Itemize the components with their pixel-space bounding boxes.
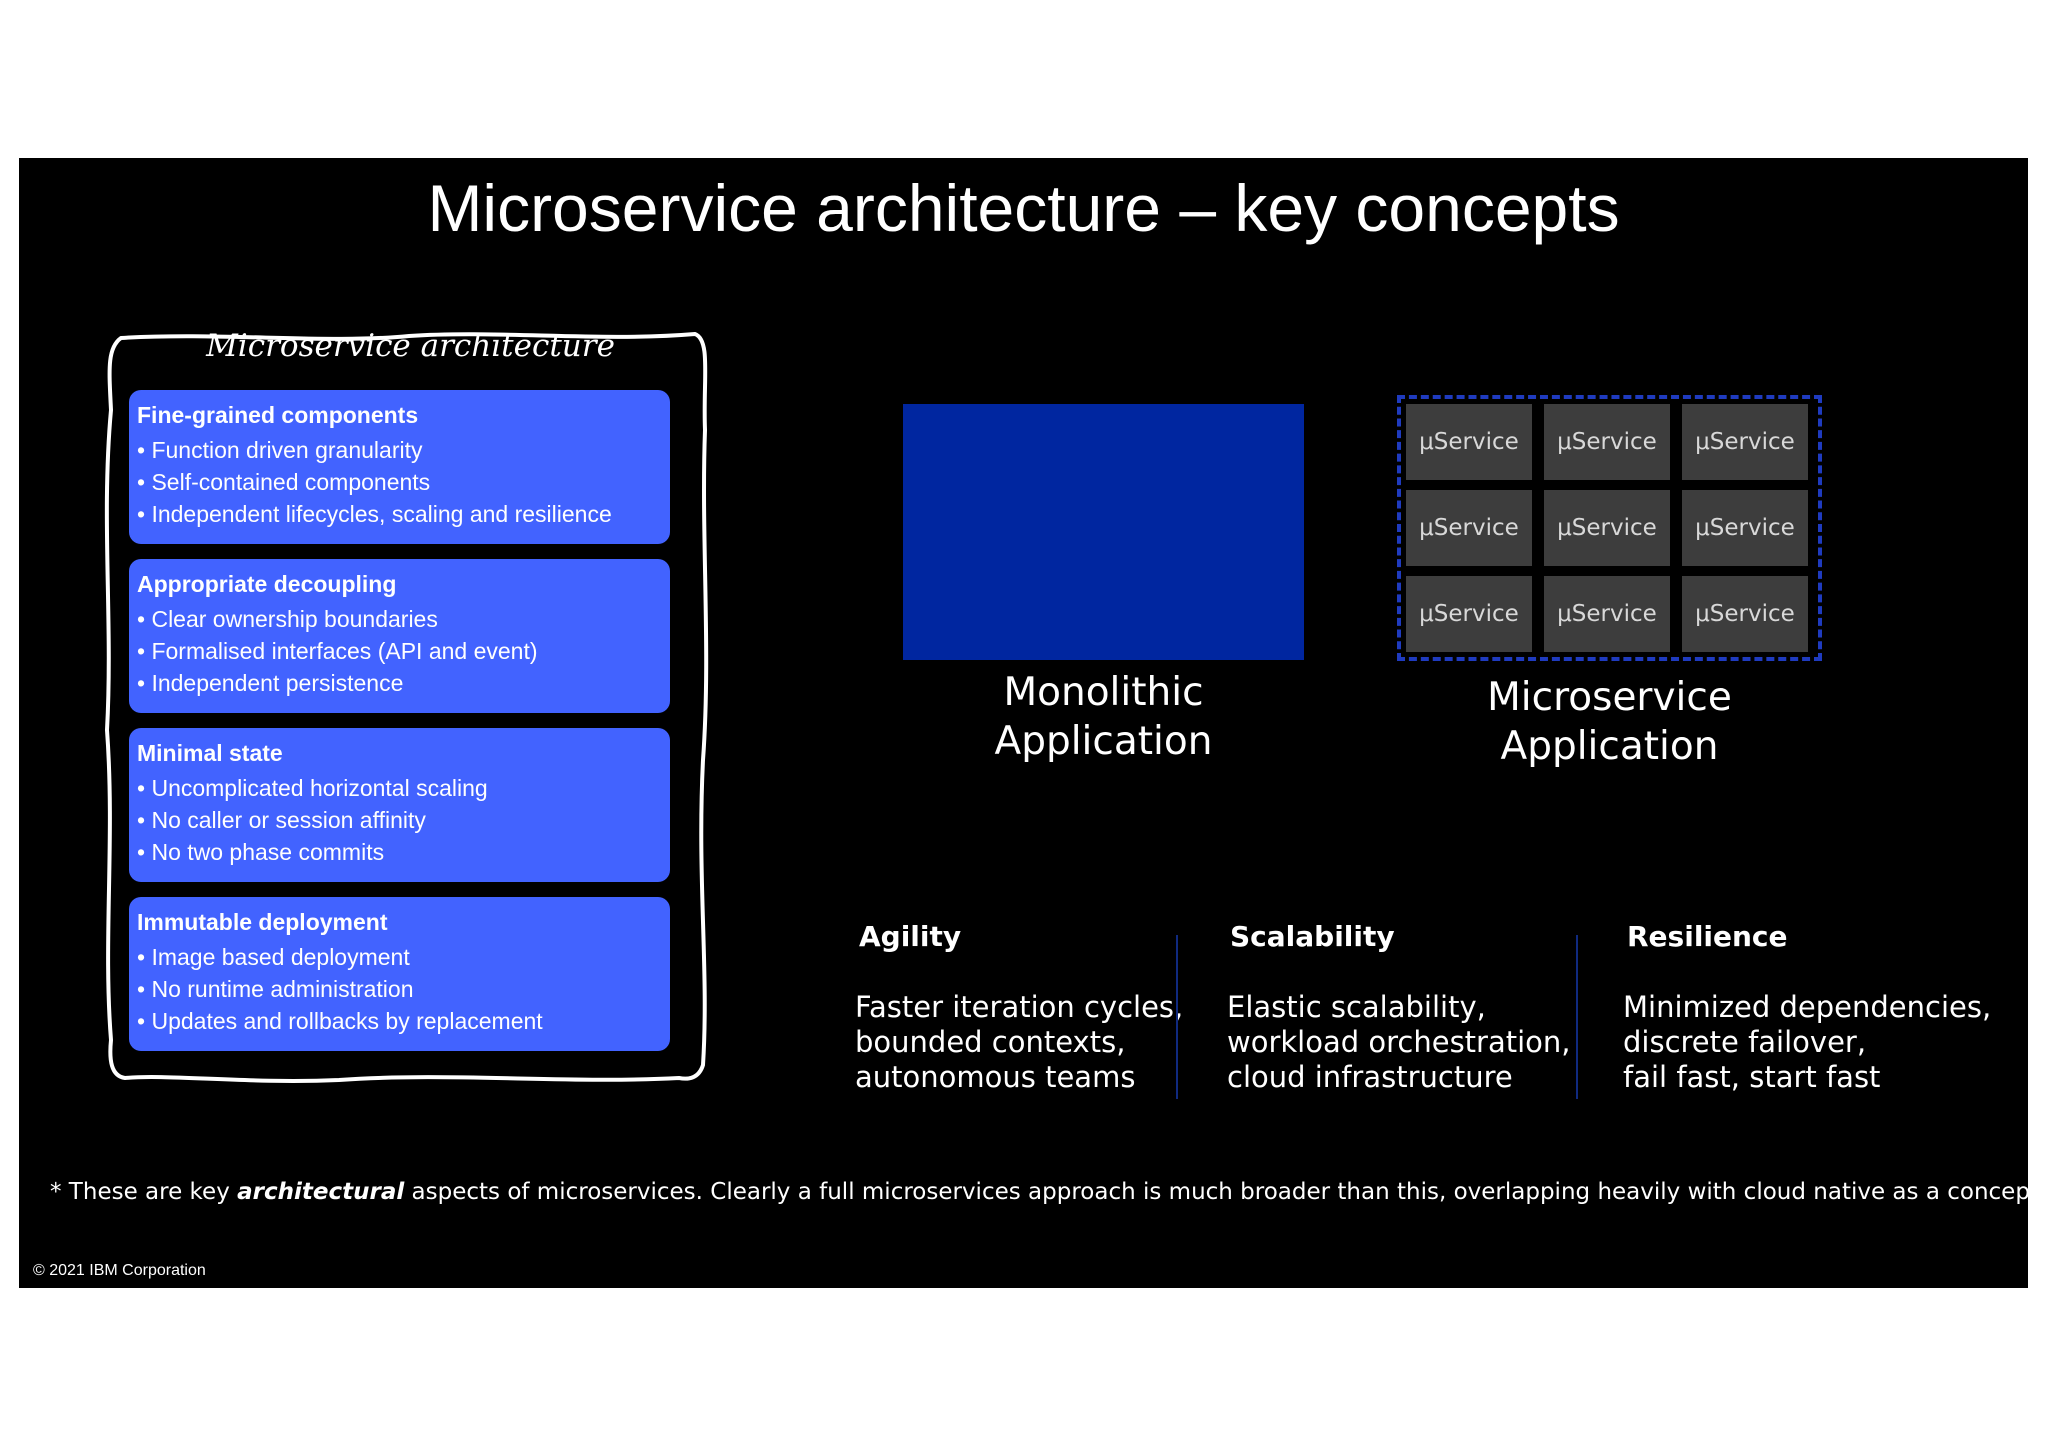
microservice-label: Microservice Application — [1397, 673, 1822, 771]
footnote-prefix: * These are key — [50, 1179, 238, 1205]
service-tile: μService — [1544, 576, 1670, 652]
footnote: * These are key architectural aspects of… — [50, 1179, 2028, 1205]
concepts-sketch-box — [99, 320, 722, 1090]
monolithic-label: Monolithic Application — [903, 668, 1304, 766]
service-tile: μService — [1682, 404, 1808, 480]
service-tile: μService — [1544, 404, 1670, 480]
card-bullet: Clear ownership boundaries — [137, 603, 662, 635]
benefit-title-agility: Agility — [859, 920, 962, 953]
card-bullet: Function driven granularity — [137, 434, 662, 466]
service-tile: μService — [1406, 490, 1532, 566]
card-title: Appropriate decoupling — [137, 571, 397, 597]
card-title: Fine-grained components — [137, 402, 419, 428]
card-bullet: Independent lifecycles, scaling and resi… — [137, 498, 662, 530]
card-bullet: Independent persistence — [137, 667, 662, 699]
service-tile: μService — [1544, 490, 1670, 566]
card-bullet: Self-contained components — [137, 466, 662, 498]
monolithic-label-line1: Monolithic — [1003, 670, 1204, 715]
card-bullet: Updates and rollbacks by replacement — [137, 1005, 662, 1037]
card-bullet: Uncomplicated horizontal scaling — [137, 772, 662, 804]
card-bullet: No two phase commits — [137, 836, 662, 868]
benefit-text-resilience: Minimized dependencies, discrete failove… — [1623, 990, 1992, 1094]
service-tile: μService — [1682, 576, 1808, 652]
footnote-emphasis: architectural — [237, 1179, 405, 1205]
card-title: Immutable deployment — [137, 909, 388, 935]
concept-card-fine-grained: Fine-grained components Function driven … — [129, 390, 670, 544]
microservice-label-line1: Microservice — [1487, 675, 1732, 720]
service-tile: μService — [1682, 490, 1808, 566]
microservice-frame — [1397, 395, 1822, 661]
sketch-box-title: Microservice architecture — [206, 328, 615, 364]
benefit-title-scalability: Scalability — [1230, 920, 1395, 953]
benefit-text-scalability: Elastic scalability, workload orchestrat… — [1227, 990, 1571, 1094]
concept-card-decoupling: Appropriate decoupling Clear ownership b… — [129, 559, 670, 713]
card-bullet: No runtime administration — [137, 973, 662, 1005]
microservice-label-line2: Application — [1500, 724, 1719, 769]
concept-card-minimal-state: Minimal state Uncomplicated horizontal s… — [129, 728, 670, 882]
benefit-divider — [1176, 935, 1178, 1099]
card-bullet: Formalised interfaces (API and event) — [137, 635, 662, 667]
benefit-divider — [1576, 935, 1578, 1099]
card-title: Minimal state — [137, 740, 283, 766]
monolithic-label-line2: Application — [994, 719, 1213, 764]
monolithic-block — [903, 404, 1304, 660]
service-tile: μService — [1406, 404, 1532, 480]
slide: Microservice architecture – key concepts… — [19, 158, 2028, 1288]
benefit-title-resilience: Resilience — [1627, 920, 1788, 953]
benefit-text-agility: Faster iteration cycles, bounded context… — [855, 990, 1184, 1094]
sketch-border — [104, 332, 709, 1083]
concept-card-immutable: Immutable deployment Image based deploym… — [129, 897, 670, 1051]
card-bullet: Image based deployment — [137, 941, 662, 973]
copyright: © 2021 IBM Corporation — [33, 1262, 206, 1279]
slide-title: Microservice architecture – key concepts — [427, 171, 1620, 245]
card-bullet: No caller or session affinity — [137, 804, 662, 836]
service-tile: μService — [1406, 576, 1532, 652]
footnote-suffix: aspects of microservices. Clearly a full… — [404, 1179, 2028, 1205]
